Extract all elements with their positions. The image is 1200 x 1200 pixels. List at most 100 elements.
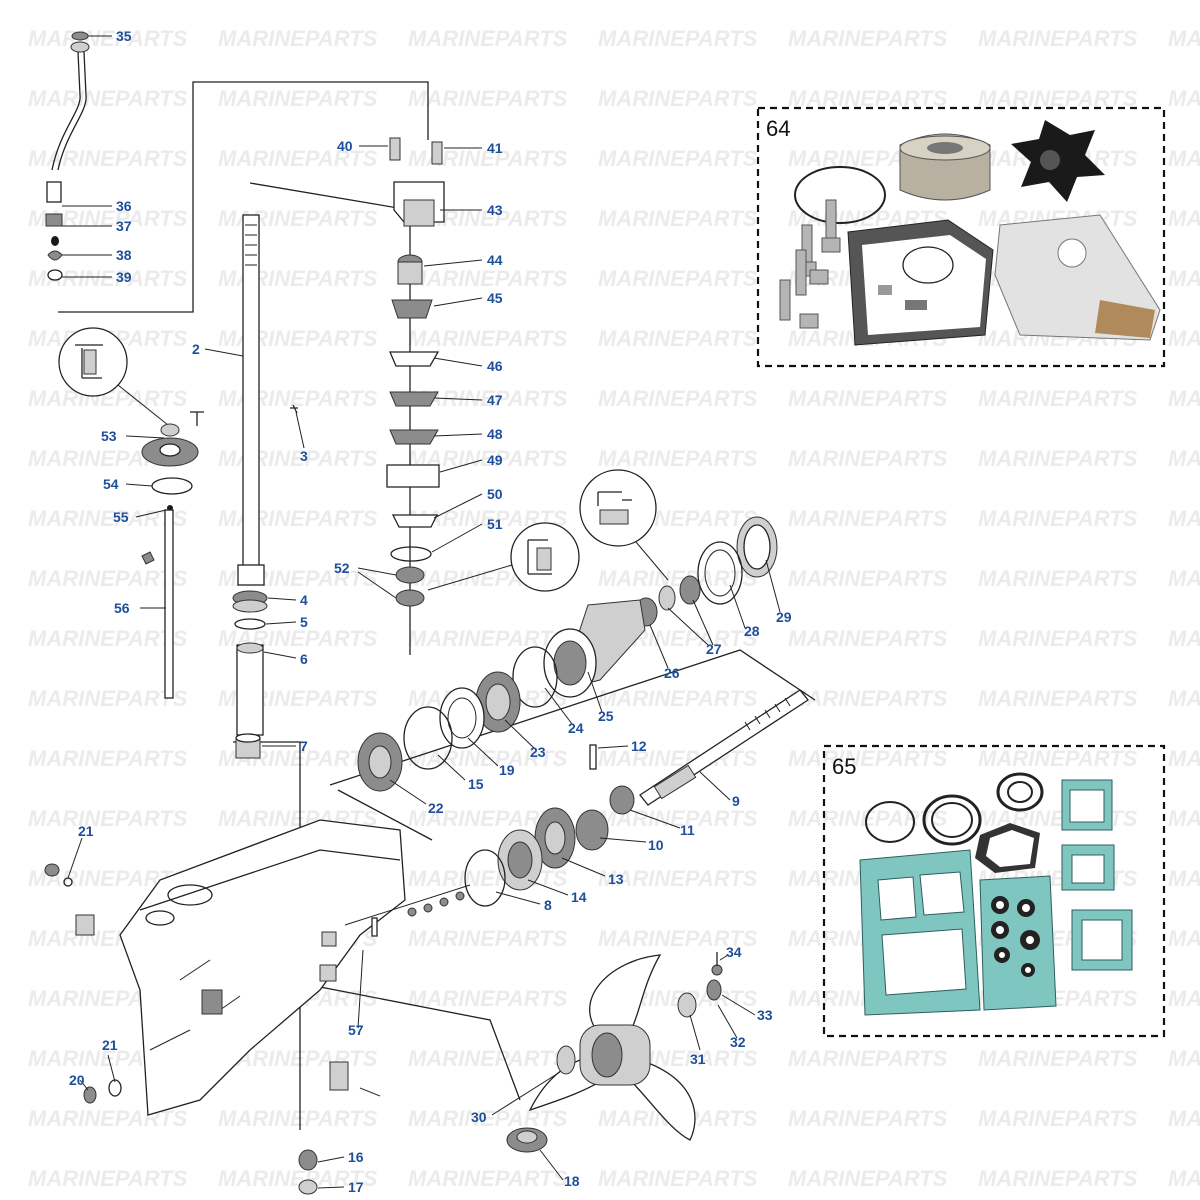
watermark-text: MARINEPARTS — [978, 626, 1138, 651]
watermark-text: MARINEPARTS — [408, 86, 568, 111]
driveshaft-bearings — [232, 590, 268, 759]
watermark-text: MARINEPARTS — [1168, 806, 1200, 831]
part-label-54: 54 — [103, 476, 119, 492]
kit-64-label: 64 — [766, 116, 790, 141]
part-label-40: 40 — [337, 138, 353, 154]
watermark-text: MARINEPARTS — [598, 566, 758, 591]
watermark-text: MARINEPARTS — [1168, 86, 1200, 111]
part-label-15: 15 — [468, 776, 484, 792]
watermark-text: MARINEPARTS — [408, 1106, 568, 1131]
part-label-22: 22 — [428, 800, 444, 816]
watermark-text: MARINEPARTS — [1168, 146, 1200, 171]
watermark-text: MARINEPARTS — [598, 146, 758, 171]
part-label-8: 8 — [544, 897, 552, 913]
part-label-14: 14 — [571, 889, 587, 905]
watermark-text: MARINEPARTS — [788, 626, 948, 651]
part-label-56: 56 — [114, 600, 130, 616]
watermark-text: MARINEPARTS — [218, 1106, 378, 1131]
watermark-text: MARINEPARTS — [408, 626, 568, 651]
gearcase-housing — [44, 819, 471, 1195]
watermark-text: MARINEPARTS — [1168, 206, 1200, 231]
part-label-24: 24 — [568, 720, 584, 736]
part-label-36: 36 — [116, 198, 132, 214]
part-label-16: 16 — [348, 1149, 364, 1165]
kit-64-box: 64 — [756, 106, 1166, 368]
part-label-55: 55 — [113, 509, 129, 525]
watermark-text: MARINEPARTS — [408, 926, 568, 951]
watermark-text: MARINEPARTS — [408, 326, 568, 351]
watermark-text: MARINEPARTS — [978, 26, 1138, 51]
part-label-38: 38 — [116, 247, 132, 263]
watermark-text: MARINEPARTS — [1168, 1046, 1200, 1071]
part-label-44: 44 — [487, 252, 503, 268]
part-label-3: 3 — [300, 448, 308, 464]
watermark-text: MARINEPARTS — [598, 926, 758, 951]
watermark-text: MARINEPARTS — [978, 686, 1138, 711]
driveshaft — [237, 214, 298, 586]
part-label-48: 48 — [487, 426, 503, 442]
watermark-text: MARINEPARTS — [1168, 686, 1200, 711]
part-label-18: 18 — [564, 1173, 580, 1189]
part-label-57: 57 — [348, 1022, 364, 1038]
watermark-text: MARINEPARTS — [218, 506, 378, 531]
watermark-text: MARINEPARTS — [788, 446, 948, 471]
watermark-text: MARINEPARTS — [978, 746, 1138, 771]
detail-circle-mid — [427, 522, 580, 592]
watermark-text: MARINEPARTS — [978, 566, 1138, 591]
watermark-text: MARINEPARTS — [788, 1046, 948, 1071]
watermark-text: MARINEPARTS — [788, 26, 948, 51]
part-label-47: 47 — [487, 392, 503, 408]
watermark-text: MARINEPARTS — [788, 686, 948, 711]
part-label-46: 46 — [487, 358, 503, 374]
watermark-text: MARINEPARTS — [218, 146, 378, 171]
part-label-41: 41 — [487, 140, 503, 156]
watermark-text: MARINEPARTS — [598, 326, 758, 351]
part-label-33: 33 — [757, 1007, 773, 1023]
part-label-17: 17 — [348, 1179, 364, 1195]
part-label-31: 31 — [690, 1051, 706, 1067]
watermark-text: MARINEPARTS — [598, 266, 758, 291]
watermark-text: MARINEPARTS — [978, 1046, 1138, 1071]
watermark-text: MARINEPARTS — [28, 86, 188, 111]
part-label-21-lower: 21 — [102, 1037, 118, 1053]
watermark-text: MARINEPARTS — [1168, 266, 1200, 291]
part-label-29: 29 — [776, 609, 792, 625]
watermark-text: MARINEPARTS — [28, 626, 188, 651]
part-label-50: 50 — [487, 486, 503, 502]
watermark-text: MARINEPARTS — [978, 386, 1138, 411]
watermark-text: MARINEPARTS — [598, 746, 758, 771]
watermark-text: MARINEPARTS — [788, 506, 948, 531]
watermark-text: MARINEPARTS — [598, 866, 758, 891]
watermark-text: MARINEPARTS — [598, 386, 758, 411]
watermark-text: MARINEPARTS — [598, 686, 758, 711]
watermark-text: MARINEPARTS — [408, 1166, 568, 1191]
part-label-34: 34 — [726, 944, 742, 960]
watermark-text: MARINEPARTS — [408, 866, 568, 891]
part-label-12: 12 — [631, 738, 647, 754]
watermark-text: MARINEPARTS — [598, 1166, 758, 1191]
watermark-text: MARINEPARTS — [1168, 986, 1200, 1011]
water-pump-stack — [386, 137, 445, 607]
watermark-text: MARINEPARTS — [408, 26, 568, 51]
part-label-4: 4 — [300, 592, 308, 608]
part-labels: 35 36 37 38 39 40 41 43 44 45 46 47 48 4… — [69, 28, 792, 1195]
watermark-text: MARINEPARTS — [1168, 626, 1200, 651]
watermark-text: MARINEPARTS — [28, 806, 188, 831]
part-label-19: 19 — [499, 762, 515, 778]
watermark-text: MARINEPARTS — [28, 26, 188, 51]
part-label-53: 53 — [101, 428, 117, 444]
watermark-text: MARINEPARTS — [218, 266, 378, 291]
watermark-text: MARINEPARTS — [598, 86, 758, 111]
watermark-text: MARINEPARTS — [1168, 1166, 1200, 1191]
watermark-text: MARINEPARTS — [1168, 446, 1200, 471]
part-label-25: 25 — [598, 708, 614, 724]
kit-65-box: 65 — [822, 744, 1166, 1038]
watermark-text: MARINEPARTS — [788, 806, 948, 831]
part-label-30: 30 — [471, 1109, 487, 1125]
watermark-text: MARINEPARTS — [978, 446, 1138, 471]
watermark-text: MARINEPARTS — [978, 506, 1138, 531]
part-label-9: 9 — [732, 793, 740, 809]
watermark-text: MARINEPARTS — [598, 446, 758, 471]
part-label-43: 43 — [487, 202, 503, 218]
watermark-text: MARINEPARTS — [1168, 506, 1200, 531]
